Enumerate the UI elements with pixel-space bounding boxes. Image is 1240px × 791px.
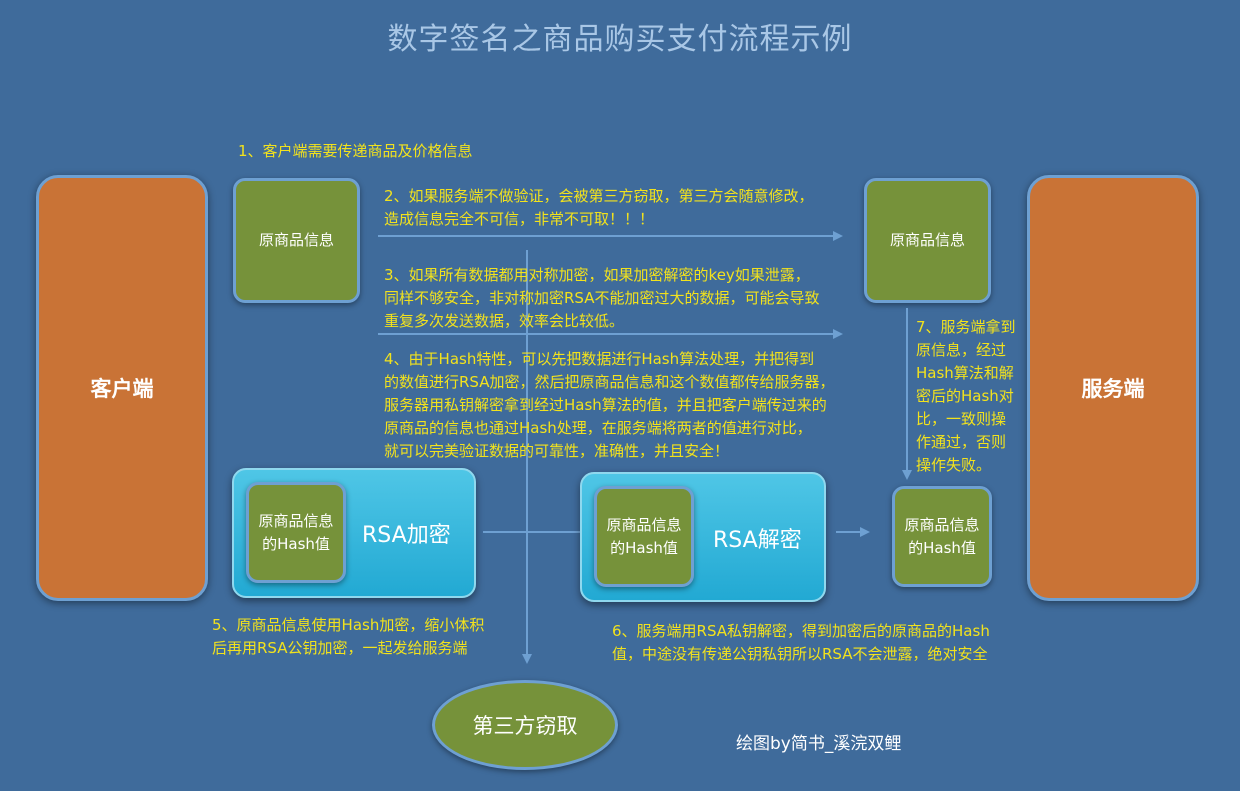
- step4-line5: 就可以完美验证数据的可靠性，准确性，并且安全！: [384, 442, 730, 460]
- diagram-title: 数字签名之商品购买支付流程示例: [387, 22, 853, 57]
- original-info-left-label: 原商品信息: [258, 231, 334, 249]
- step3-note: 3、如果所有数据都用对称加密，如果加密解密的key如果泄露， 同样不够安全，非对…: [384, 264, 820, 333]
- step4-line4: 原商品的信息也通过Hash处理，在服务端将两者的值进行对比，: [384, 419, 812, 437]
- step4-line2: 的数值进行RSA加密，然后把原商品信息和这个数值都传给服务器，: [384, 373, 835, 391]
- step7-line3: Hash算法和解: [916, 364, 1014, 382]
- step7-line5: 比，一致则操: [916, 410, 1007, 428]
- third-party-ellipse: 第三方窃取: [432, 680, 618, 770]
- step7-note: 7、服务端拿到 原信息，经过 Hash算法和解 密后的Hash对 比，一致则操 …: [916, 316, 1016, 477]
- hash-value-right-line1: 原商品信息: [904, 515, 980, 534]
- step6-note: 6、服务端用RSA私钥解密，得到加密后的原商品的Hash 值，中途没有传递公钥私…: [612, 620, 990, 666]
- step7-line6: 作通过，否则: [916, 433, 1007, 451]
- step6-line2: 值，中途没有传递公钥私钥所以RSA不会泄露，绝对安全: [612, 645, 988, 663]
- step7-line1: 7、服务端拿到: [916, 318, 1016, 336]
- step5-line2: 后再用RSA公钥加密，一起发给服务端: [212, 639, 468, 657]
- step1-note: 1、客户端需要传递商品及价格信息: [238, 142, 473, 160]
- third-party-label: 第三方窃取: [472, 714, 578, 738]
- step7-line4: 密后的Hash对: [916, 387, 1014, 405]
- rsa-encrypt-label: RSA加密: [362, 523, 451, 548]
- rsa-decrypt-label: RSA解密: [713, 528, 802, 553]
- hash-value-left-line2: 的Hash值: [262, 534, 330, 553]
- step4-line1: 4、由于Hash特性，可以先把数据进行Hash算法处理，并把得到: [384, 350, 815, 368]
- hash-value-left: 原商品信息 的Hash值: [246, 482, 346, 583]
- step7-line7: 操作失败。: [916, 456, 992, 474]
- step3-line1: 3、如果所有数据都用对称加密，如果加密解密的key如果泄露，: [384, 266, 810, 284]
- step3-line3: 重复多次发送数据，效率会比较低。: [384, 312, 625, 330]
- client-label: 客户端: [90, 377, 154, 401]
- step2-line1: 2、如果服务端不做验证，会被第三方窃取，第三方会随意修改，: [384, 187, 814, 205]
- original-info-right-label: 原商品信息: [889, 231, 965, 249]
- step7-line2: 原信息，经过: [916, 341, 1007, 359]
- hash-value-right-line2: 的Hash值: [908, 538, 976, 557]
- server-box: 服务端: [1027, 175, 1199, 601]
- hash-value-middle-line1: 原商品信息: [606, 515, 682, 534]
- step6-line1: 6、服务端用RSA私钥解密，得到加密后的原商品的Hash: [612, 622, 990, 640]
- original-info-left: 原商品信息: [233, 178, 360, 303]
- client-box: 客户端: [36, 175, 208, 601]
- step2-note: 2、如果服务端不做验证，会被第三方窃取，第三方会随意修改， 造成信息完全不可信，…: [384, 185, 814, 231]
- step5-line1: 5、原商品信息使用Hash加密，缩小体积: [212, 616, 485, 634]
- hash-value-left-line1: 原商品信息: [258, 511, 334, 530]
- step4-line3: 服务器用私钥解密拿到经过Hash算法的值，并且把客户端传过来的: [384, 396, 827, 414]
- hash-value-middle-line2: 的Hash值: [610, 538, 678, 557]
- original-info-right: 原商品信息: [864, 178, 991, 303]
- step4-note: 4、由于Hash特性，可以先把数据进行Hash算法处理，并把得到 的数值进行RS…: [384, 348, 835, 463]
- author-credit: 绘图by简书_溪浣双鲤: [736, 734, 902, 754]
- hash-value-right: 原商品信息 的Hash值: [892, 486, 992, 587]
- step3-line2: 同样不够安全，非对称加密RSA不能加密过大的数据，可能会导致: [384, 289, 820, 307]
- step5-note: 5、原商品信息使用Hash加密，缩小体积 后再用RSA公钥加密，一起发给服务端: [212, 614, 484, 660]
- hash-value-middle: 原商品信息 的Hash值: [594, 486, 694, 587]
- step2-line2: 造成信息完全不可信，非常不可取！！！: [384, 210, 655, 228]
- server-label: 服务端: [1081, 377, 1145, 401]
